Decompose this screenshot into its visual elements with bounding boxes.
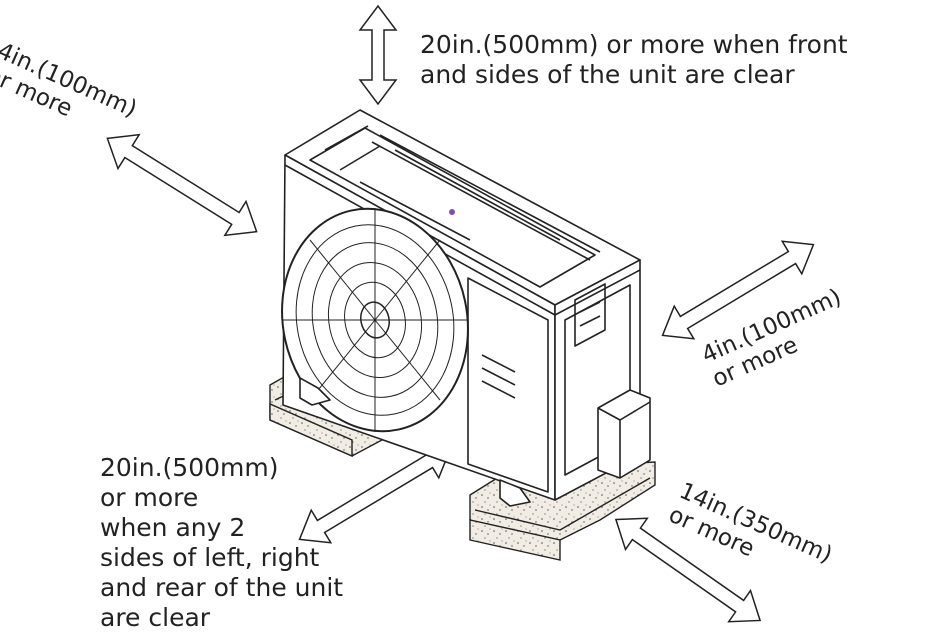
top-clearance-label: 20in.(500mm) or more when front and side…	[420, 30, 848, 90]
bottom-left-clearance-line2: or more	[100, 483, 199, 512]
outdoor-unit	[281, 109, 651, 507]
clearance-arrows	[106, 4, 815, 623]
right-arrow	[661, 240, 815, 340]
bottom-left-clearance-line5: and rear of the unit	[100, 573, 344, 602]
bottom-left-clearance-label: 20in.(500mm) or more when any 2 sides of…	[100, 453, 343, 633]
bottom-right-arrow	[614, 517, 762, 623]
bottom-left-clearance-line1: 20in.(500mm)	[100, 453, 279, 482]
top-clearance-line1: 20in.(500mm) or more when front	[420, 30, 848, 59]
service-panel	[467, 277, 549, 493]
bottom-left-clearance-line4: sides of left, right	[100, 543, 320, 572]
bottom-left-clearance-line6: are clear	[100, 603, 211, 632]
top-left-arrow	[106, 133, 258, 237]
top-arrow	[358, 4, 398, 106]
top-clearance-line2: and sides of the unit are clear	[420, 60, 795, 89]
bottom-left-clearance-line3: when any 2	[100, 513, 246, 542]
fan-grille	[281, 207, 469, 433]
